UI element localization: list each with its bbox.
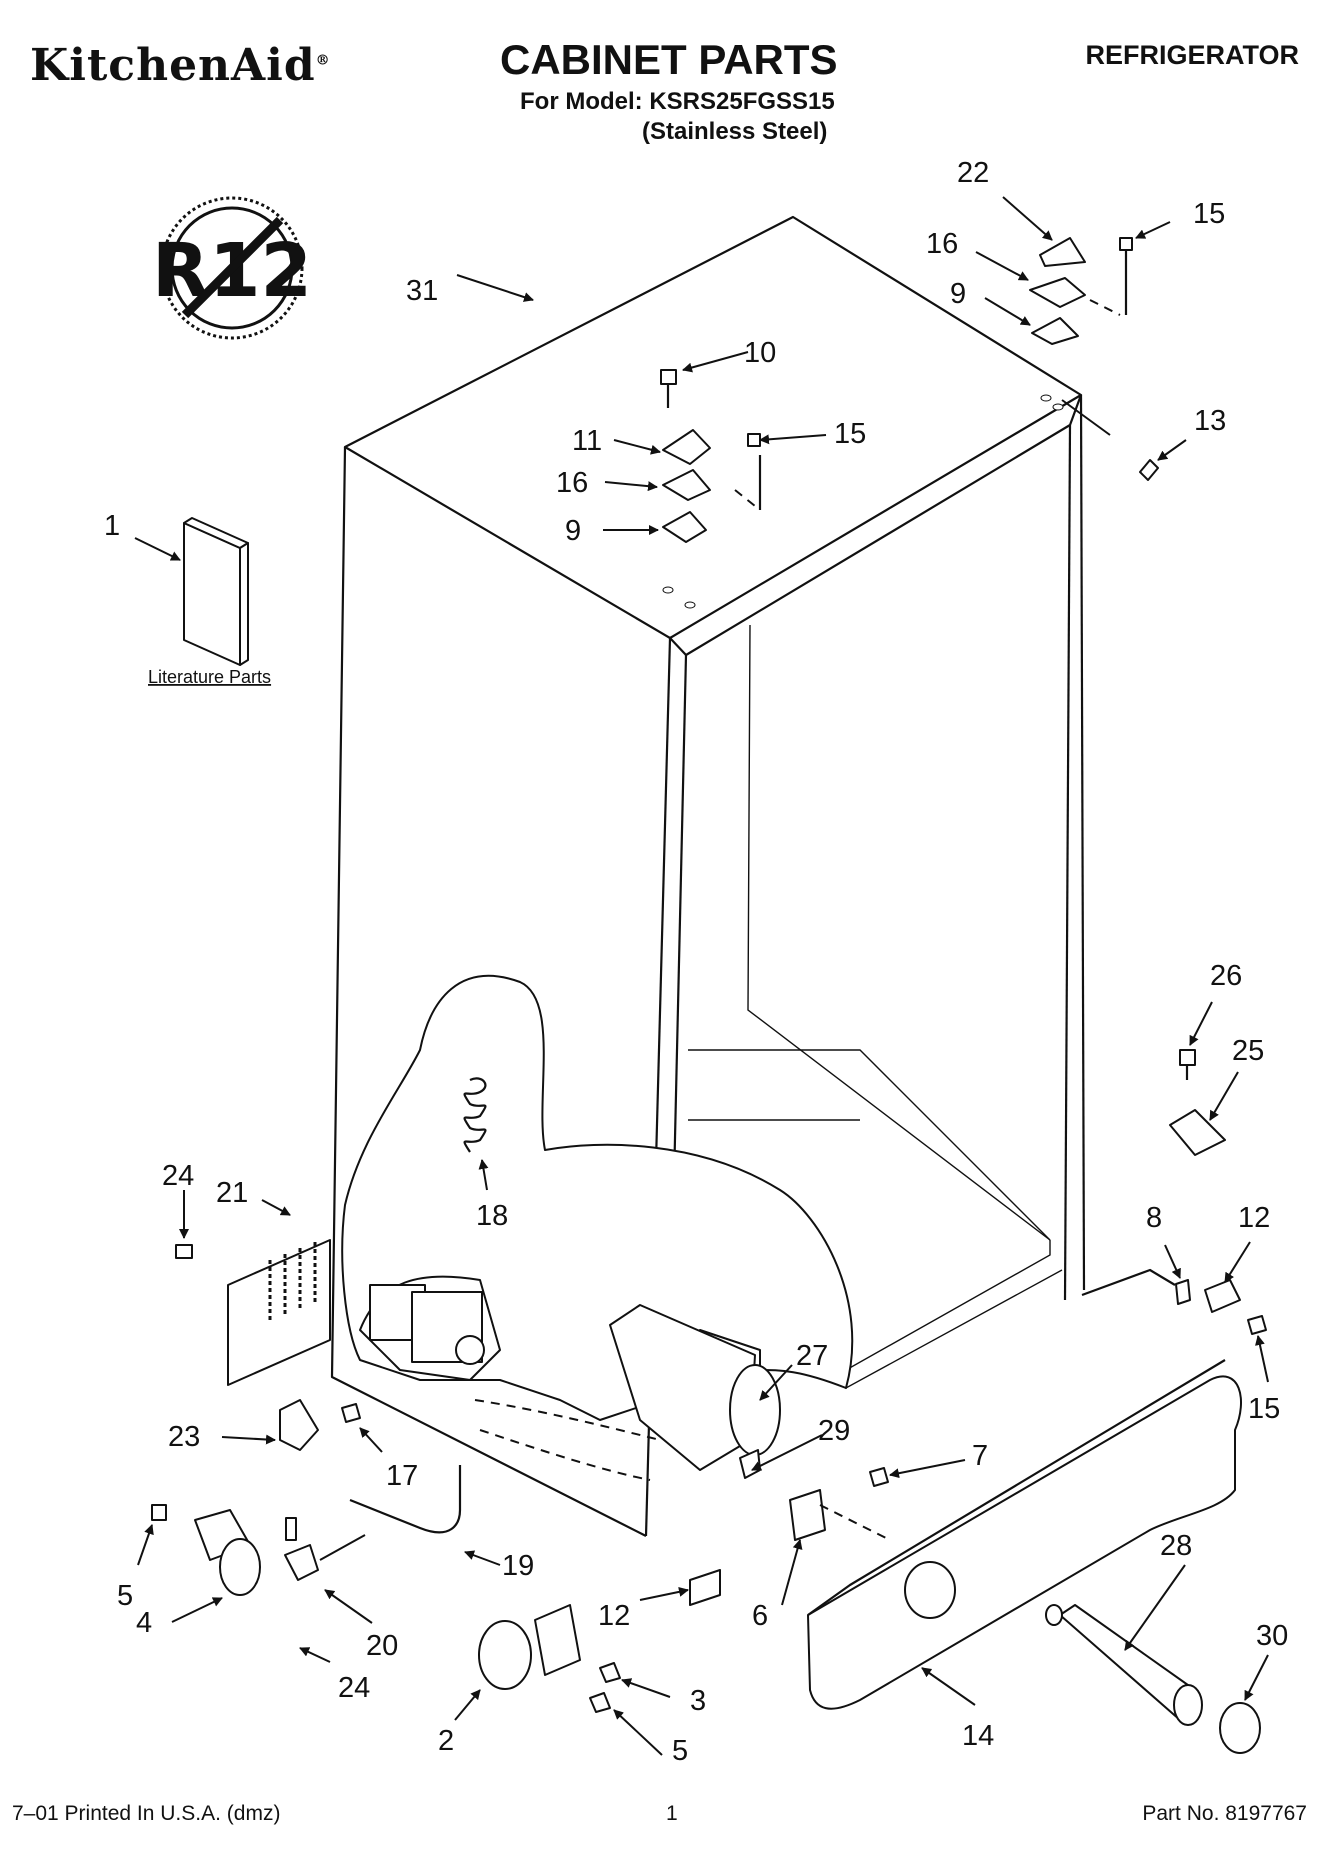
part-2-front-roller: [478, 1604, 621, 1713]
callout-26: 26: [1210, 960, 1242, 992]
callout-5-bottom: 5: [672, 1735, 688, 1767]
callout-8: 8: [1146, 1202, 1162, 1234]
callout-6: 6: [752, 1600, 768, 1632]
part-number: Part No. 8197767: [1142, 1802, 1307, 1825]
callout-15-lower: 15: [1248, 1393, 1280, 1425]
print-info: 7–01 Printed In U.S.A. (dmz): [12, 1802, 281, 1825]
callout-23: 23: [168, 1421, 200, 1453]
callout-12-upper: 12: [1238, 1202, 1270, 1234]
part-13-plug: [1139, 459, 1159, 481]
model-variant: (Stainless Steel): [642, 118, 828, 145]
literature-parts-label: Literature Parts: [148, 667, 271, 687]
callout-11: 11: [572, 425, 602, 457]
callout-labels: 1 31 10 11 15 16 9 22 16 9 15 13 24 21 1…: [104, 157, 1288, 1767]
callout-21: 21: [216, 1177, 248, 1209]
callout-7: 7: [972, 1440, 988, 1472]
callout-10: 10: [744, 337, 776, 369]
part-7-screw: [869, 1467, 889, 1487]
part-30-cap: [1219, 1702, 1261, 1754]
part-15-screw-lower: [1247, 1315, 1267, 1335]
model-line: For Model: KSRS25FGSS15: [520, 88, 835, 115]
callout-4: 4: [136, 1607, 152, 1639]
part-12-bracket-upper: [1204, 1279, 1241, 1313]
callout-24-left: 24: [162, 1160, 194, 1192]
callout-16-top: 16: [926, 228, 958, 260]
part-28-water-filter: [1045, 1604, 1203, 1726]
part-20-clamp: [284, 1544, 319, 1581]
callout-27: 27: [796, 1340, 828, 1372]
callout-16-center: 16: [556, 467, 588, 499]
registered-mark: ®: [315, 52, 331, 69]
callout-25: 25: [1232, 1035, 1264, 1067]
part-23-clip: [279, 1399, 319, 1451]
callout-22: 22: [957, 157, 989, 189]
product-category: REFRIGERATOR: [1085, 40, 1299, 70]
part-24-screw-a: [175, 1244, 193, 1259]
hinge-assembly-top-right: [1029, 237, 1133, 411]
callout-9-center: 9: [565, 515, 581, 547]
callout-13: 13: [1194, 405, 1226, 437]
callout-15-top: 15: [1193, 198, 1225, 230]
part-25-bracket: [1169, 1109, 1226, 1156]
part-24-screw-b: [285, 1517, 297, 1541]
callout-12-lower: 12: [598, 1600, 630, 1632]
callout-20: 20: [366, 1630, 398, 1662]
part-14-grille: [807, 1359, 1242, 1710]
part-21-access-cover: [227, 1239, 331, 1386]
callout-29: 29: [818, 1415, 850, 1447]
callout-1: 1: [104, 510, 120, 542]
callout-18: 18: [476, 1200, 508, 1232]
part-17-screw: [341, 1403, 361, 1423]
machine-compartment-cutaway: [341, 975, 854, 1481]
hinge-assembly-upper-center: [660, 369, 762, 609]
part-12-bracket-lower: [689, 1569, 721, 1606]
callout-31: 31: [406, 275, 438, 307]
callout-15-center: 15: [834, 418, 866, 450]
no-r12-icon: R12: [152, 196, 312, 340]
part-19-drain-tube: [349, 1465, 462, 1534]
part-1-literature: Literature Parts: [148, 517, 271, 687]
part-6-bracket: [789, 1489, 826, 1541]
callout-3: 3: [690, 1685, 706, 1717]
part-8-clip: [1175, 1279, 1191, 1305]
page-title: CABINET PARTS: [500, 36, 838, 83]
part-18-spring: [463, 1077, 487, 1153]
part-4-roller: [151, 1504, 261, 1596]
callout-19: 19: [502, 1550, 534, 1582]
brand-logo: KitchenAid®: [30, 40, 331, 91]
callout-5-left: 5: [117, 1580, 133, 1612]
part-27-duct: [609, 1304, 781, 1479]
page-number: 1: [666, 1802, 678, 1825]
callout-9-top: 9: [950, 278, 966, 310]
callout-30: 30: [1256, 1620, 1288, 1652]
callout-28: 28: [1160, 1530, 1192, 1562]
leader-lines: [134, 196, 1269, 1756]
callout-17: 17: [386, 1460, 418, 1492]
brand-name: KitchenAid: [30, 40, 316, 91]
callout-14: 14: [962, 1720, 994, 1752]
part-26-screw: [1179, 1049, 1196, 1066]
callout-2: 2: [438, 1725, 454, 1757]
callout-24-bottom: 24: [338, 1672, 370, 1704]
